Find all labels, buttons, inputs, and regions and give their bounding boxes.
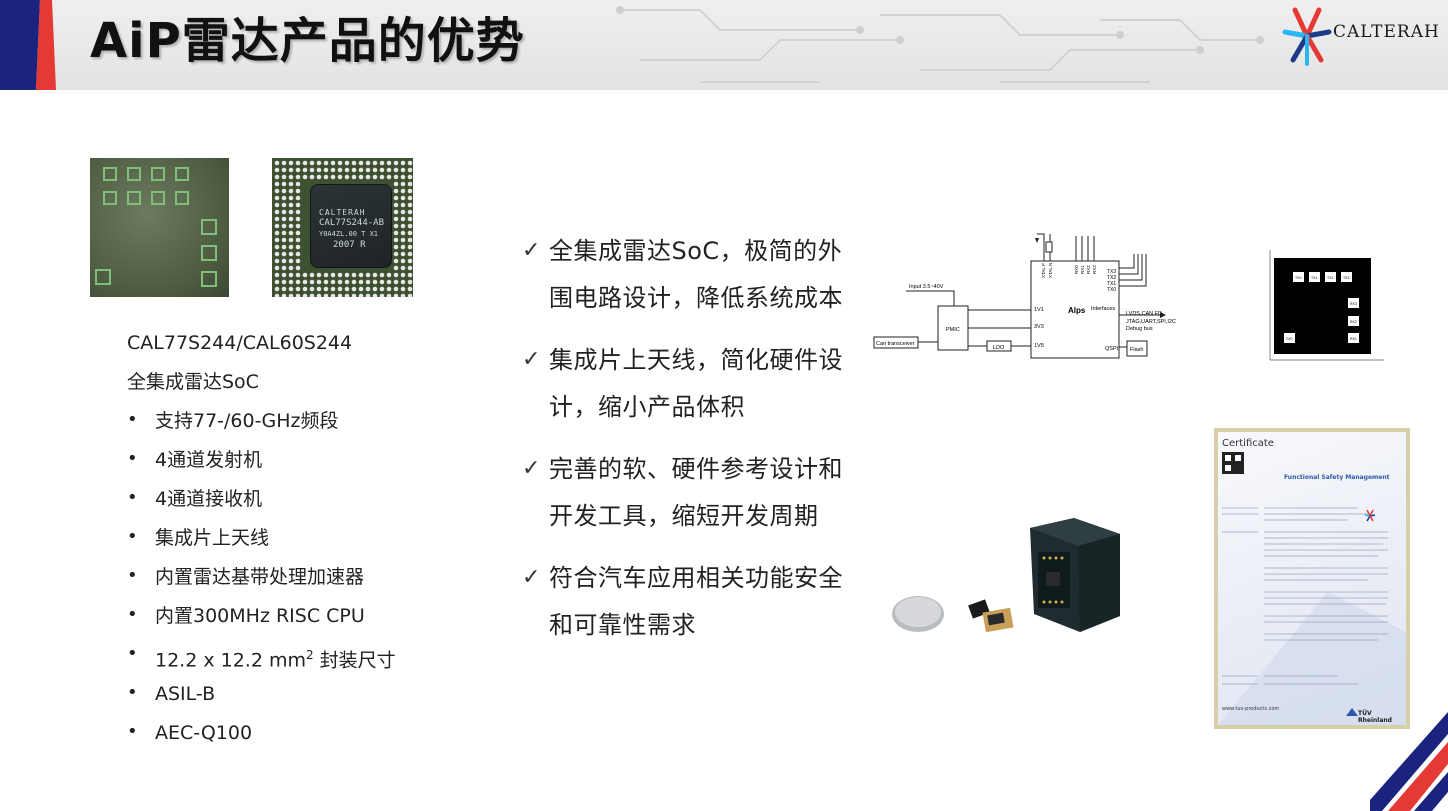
antenna-label: TX1 <box>1311 276 1317 280</box>
diagram-flash-label: Flash <box>1130 347 1143 353</box>
page-title: AiP雷达产品的优势 <box>90 13 525 69</box>
diagram-rail-label: 3V3 <box>1034 324 1044 330</box>
chip-marking-line: CAL77S244-AB <box>319 218 385 228</box>
bullet-icon: • <box>127 526 138 547</box>
certificate-title: Certificate <box>1222 438 1274 449</box>
diagram-chip-label: Alps <box>1068 306 1086 315</box>
spec-item: 支持77-/60-GHz频段 <box>155 410 339 432</box>
diagram-pin-label: RX0 <box>1074 265 1079 274</box>
diagram-pin-label: XTAL P <box>1041 263 1046 278</box>
advantage-line: 开发工具，缩短开发周期 <box>549 502 819 530</box>
antenna-layout: TX0 TX1 TX2 TX3 RX3 RX2 RX1 TX0 <box>1269 250 1384 361</box>
antenna-label: RX1 <box>1350 337 1357 341</box>
antenna-label: RX2 <box>1350 320 1357 324</box>
advantage-line: 集成片上天线，简化硬件设 <box>549 346 843 374</box>
diagram-input-label: Input 3.5~40V <box>909 284 944 290</box>
check-icon: ✓ <box>522 238 541 263</box>
diagram-pin-label: RX1 <box>1080 265 1085 274</box>
logo-text: CALTERAH <box>1333 22 1440 42</box>
package-size-sup: 2 <box>306 648 314 662</box>
chip-part-number: CAL77S244/CAL60S244 <box>127 332 353 354</box>
radar-module-photo <box>892 518 1120 633</box>
bullet-icon: • <box>127 409 138 430</box>
bullet-icon: • <box>127 448 138 469</box>
header-band <box>0 0 1448 90</box>
diagram-pin-label: XTAL N <box>1048 263 1053 278</box>
advantage-line: 和可靠性需求 <box>549 611 696 639</box>
advantage-line: 计，缩小产品体积 <box>549 393 745 421</box>
spec-item: AEC-Q100 <box>155 722 253 744</box>
diagram-rail-label: 1V5 <box>1034 343 1044 349</box>
chip-marking-line: 2007 R <box>333 240 366 250</box>
diagram-can-label: Can transceiver <box>876 341 915 347</box>
spec-item: 4通道接收机 <box>155 488 263 510</box>
antenna-label: RX3 <box>1350 302 1357 306</box>
circuit-pattern <box>616 6 1264 83</box>
diagram-tx-label: TX1 <box>1107 281 1116 287</box>
package-size-label: 封装尺寸 <box>313 649 396 672</box>
bullet-icon: • <box>127 721 138 742</box>
spec-item-package-size: 12.2 x 12.2 mm2 封装尺寸 <box>155 643 396 672</box>
certificate-page: Certificate Functional Safety Management… <box>1218 432 1406 725</box>
spec-item: 内置300MHz RISC CPU <box>155 605 365 627</box>
diagram-tx-label: TX0 <box>1107 287 1116 293</box>
package-size-value: 12.2 x 12.2 mm <box>155 649 306 672</box>
spec-item: 内置雷达基带处理加速器 <box>155 566 365 588</box>
bullet-icon: • <box>127 487 138 508</box>
diagram-iface-line: Debug bus <box>1126 326 1153 332</box>
diagram-interfaces-label: Interfaces <box>1091 306 1115 312</box>
antenna-label: TX0 <box>1286 337 1292 341</box>
diagram-iface-line: JTAG,UART,SPI,I2C <box>1126 319 1176 325</box>
chip-photo-bottom <box>90 158 229 297</box>
diagram-tx-label: TX3 <box>1107 269 1116 275</box>
header-accent-stripes <box>0 0 56 90</box>
chip-marking-line: Y0A4ZL.00 T X1 <box>319 230 379 238</box>
chip-subtitle: 全集成雷达SoC <box>127 371 259 393</box>
diagram-rail-label: 1V1 <box>1034 307 1044 313</box>
diagram-pmic-label: PMIC <box>946 327 960 333</box>
spec-item: ASIL-B <box>155 683 216 705</box>
check-icon: ✓ <box>522 347 541 372</box>
check-icon: ✓ <box>522 565 541 590</box>
chip-marking-brand: CALTERAH <box>319 208 366 217</box>
antenna-label: TX2 <box>1327 276 1333 280</box>
bullet-icon: • <box>127 565 138 586</box>
advantage-line: 符合汽车应用相关功能安全 <box>549 564 843 592</box>
chip-die-marking: CALTERAH CAL77S244-AB Y0A4ZL.00 T X1 200… <box>310 184 392 268</box>
diagram-pin-label: RX3 <box>1092 265 1097 274</box>
diagram-pin-label: RX2 <box>1086 265 1091 274</box>
check-icon: ✓ <box>522 456 541 481</box>
diagram-iface-line: LVDS,CAN FD <box>1126 311 1162 317</box>
system-block-diagram: Alps PMIC Input 3.5~40V Can transceiver … <box>873 233 1176 359</box>
bullet-icon: • <box>127 682 138 703</box>
diagram-ldo-label: LDO <box>993 345 1005 351</box>
advantage-line: 完善的软、硬件参考设计和 <box>549 455 843 483</box>
advantage-line: 围电路设计，降低系统成本 <box>549 284 843 312</box>
safety-certificate: Certificate Functional Safety Management… <box>1214 428 1410 729</box>
advantage-line: 全集成雷达SoC，极简的外 <box>549 237 843 265</box>
spec-item: 集成片上天线 <box>155 527 270 549</box>
bullet-icon: • <box>127 643 138 664</box>
corner-stripes <box>1370 712 1448 811</box>
certificate-heading: Functional Safety Management <box>1284 474 1390 481</box>
antenna-label: TX0 <box>1295 276 1301 280</box>
diagram-tx-label: TX2 <box>1107 275 1116 281</box>
diagram-qspi-label: QSPI <box>1105 346 1119 352</box>
bullet-icon: • <box>127 604 138 625</box>
antenna-label: TX3 <box>1343 276 1349 280</box>
certificate-footer: www.tuv-products.com <box>1222 706 1280 712</box>
spec-item: 4通道发射机 <box>155 449 263 471</box>
calterah-logo-icon <box>1282 7 1332 66</box>
certificate-brand: TÜV Rheinland <box>1358 710 1392 724</box>
